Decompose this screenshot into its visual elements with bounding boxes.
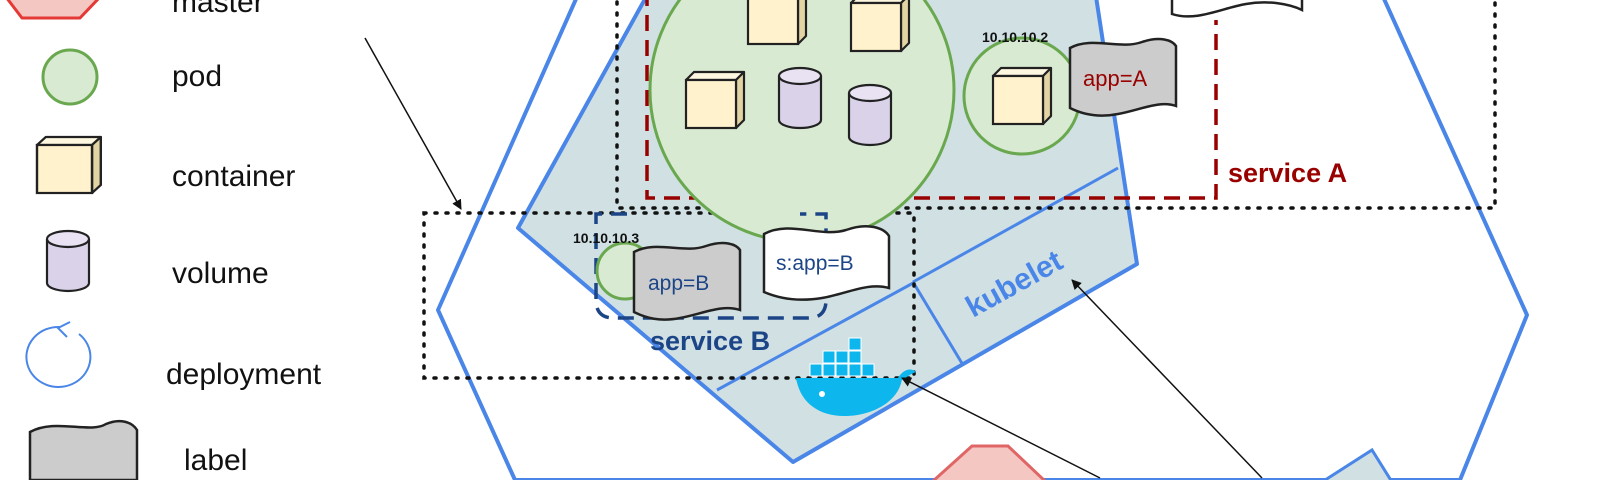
pod-b-label: app=B (648, 272, 709, 295)
legend-label-pod: pod (172, 60, 223, 93)
legend-label-master: master (172, 0, 264, 19)
service-a-box (645, 0, 1218, 200)
pod-a-ip: 10.10.10.2 (982, 29, 1048, 45)
docker-pointer-arrow (901, 377, 1101, 479)
kubelet-pointer-arrow (1071, 279, 1263, 479)
master-hexagon-icon (6, 0, 100, 20)
legend (6, 0, 139, 482)
node-divider-docker (716, 280, 916, 392)
label-flag-app-a (1068, 37, 1178, 117)
container-box-icon (35, 135, 103, 195)
deployment-b-box (422, 211, 916, 380)
volume-cylinder-icon (45, 229, 91, 293)
service-a-selector-flag (1170, 0, 1304, 18)
legend-label-volume: volume (172, 257, 269, 290)
deployment-circle-icon (25, 321, 92, 388)
pod-b-ip: 10.10.10.3 (573, 230, 639, 246)
legend-label-label: label (184, 444, 248, 477)
node-divider-kubelet (912, 166, 1119, 284)
label-flag-icon (28, 419, 139, 482)
pod-circle-icon (41, 48, 99, 106)
legend-label-container: container (172, 160, 296, 193)
service-b-selector: s:app=B (776, 252, 854, 275)
service-a-label: service A (1228, 158, 1347, 188)
pod-a-label: app=A (1083, 66, 1148, 91)
container-icon (684, 70, 746, 130)
service-b-selector-flag (762, 225, 891, 301)
node-divider-middle (911, 281, 965, 366)
label-flag-app-b (632, 241, 742, 321)
service-b-label: service B (650, 326, 770, 356)
docker-whale-icon (796, 337, 916, 416)
container-icon (746, 0, 808, 46)
legend-label-deployment: deployment (166, 358, 322, 391)
container-icon (849, 0, 911, 53)
container-icon (991, 66, 1053, 126)
legend-pointer-arrow (364, 37, 462, 210)
volume-icon (777, 66, 823, 130)
service-b-box (594, 212, 828, 320)
volume-icon (847, 83, 893, 147)
